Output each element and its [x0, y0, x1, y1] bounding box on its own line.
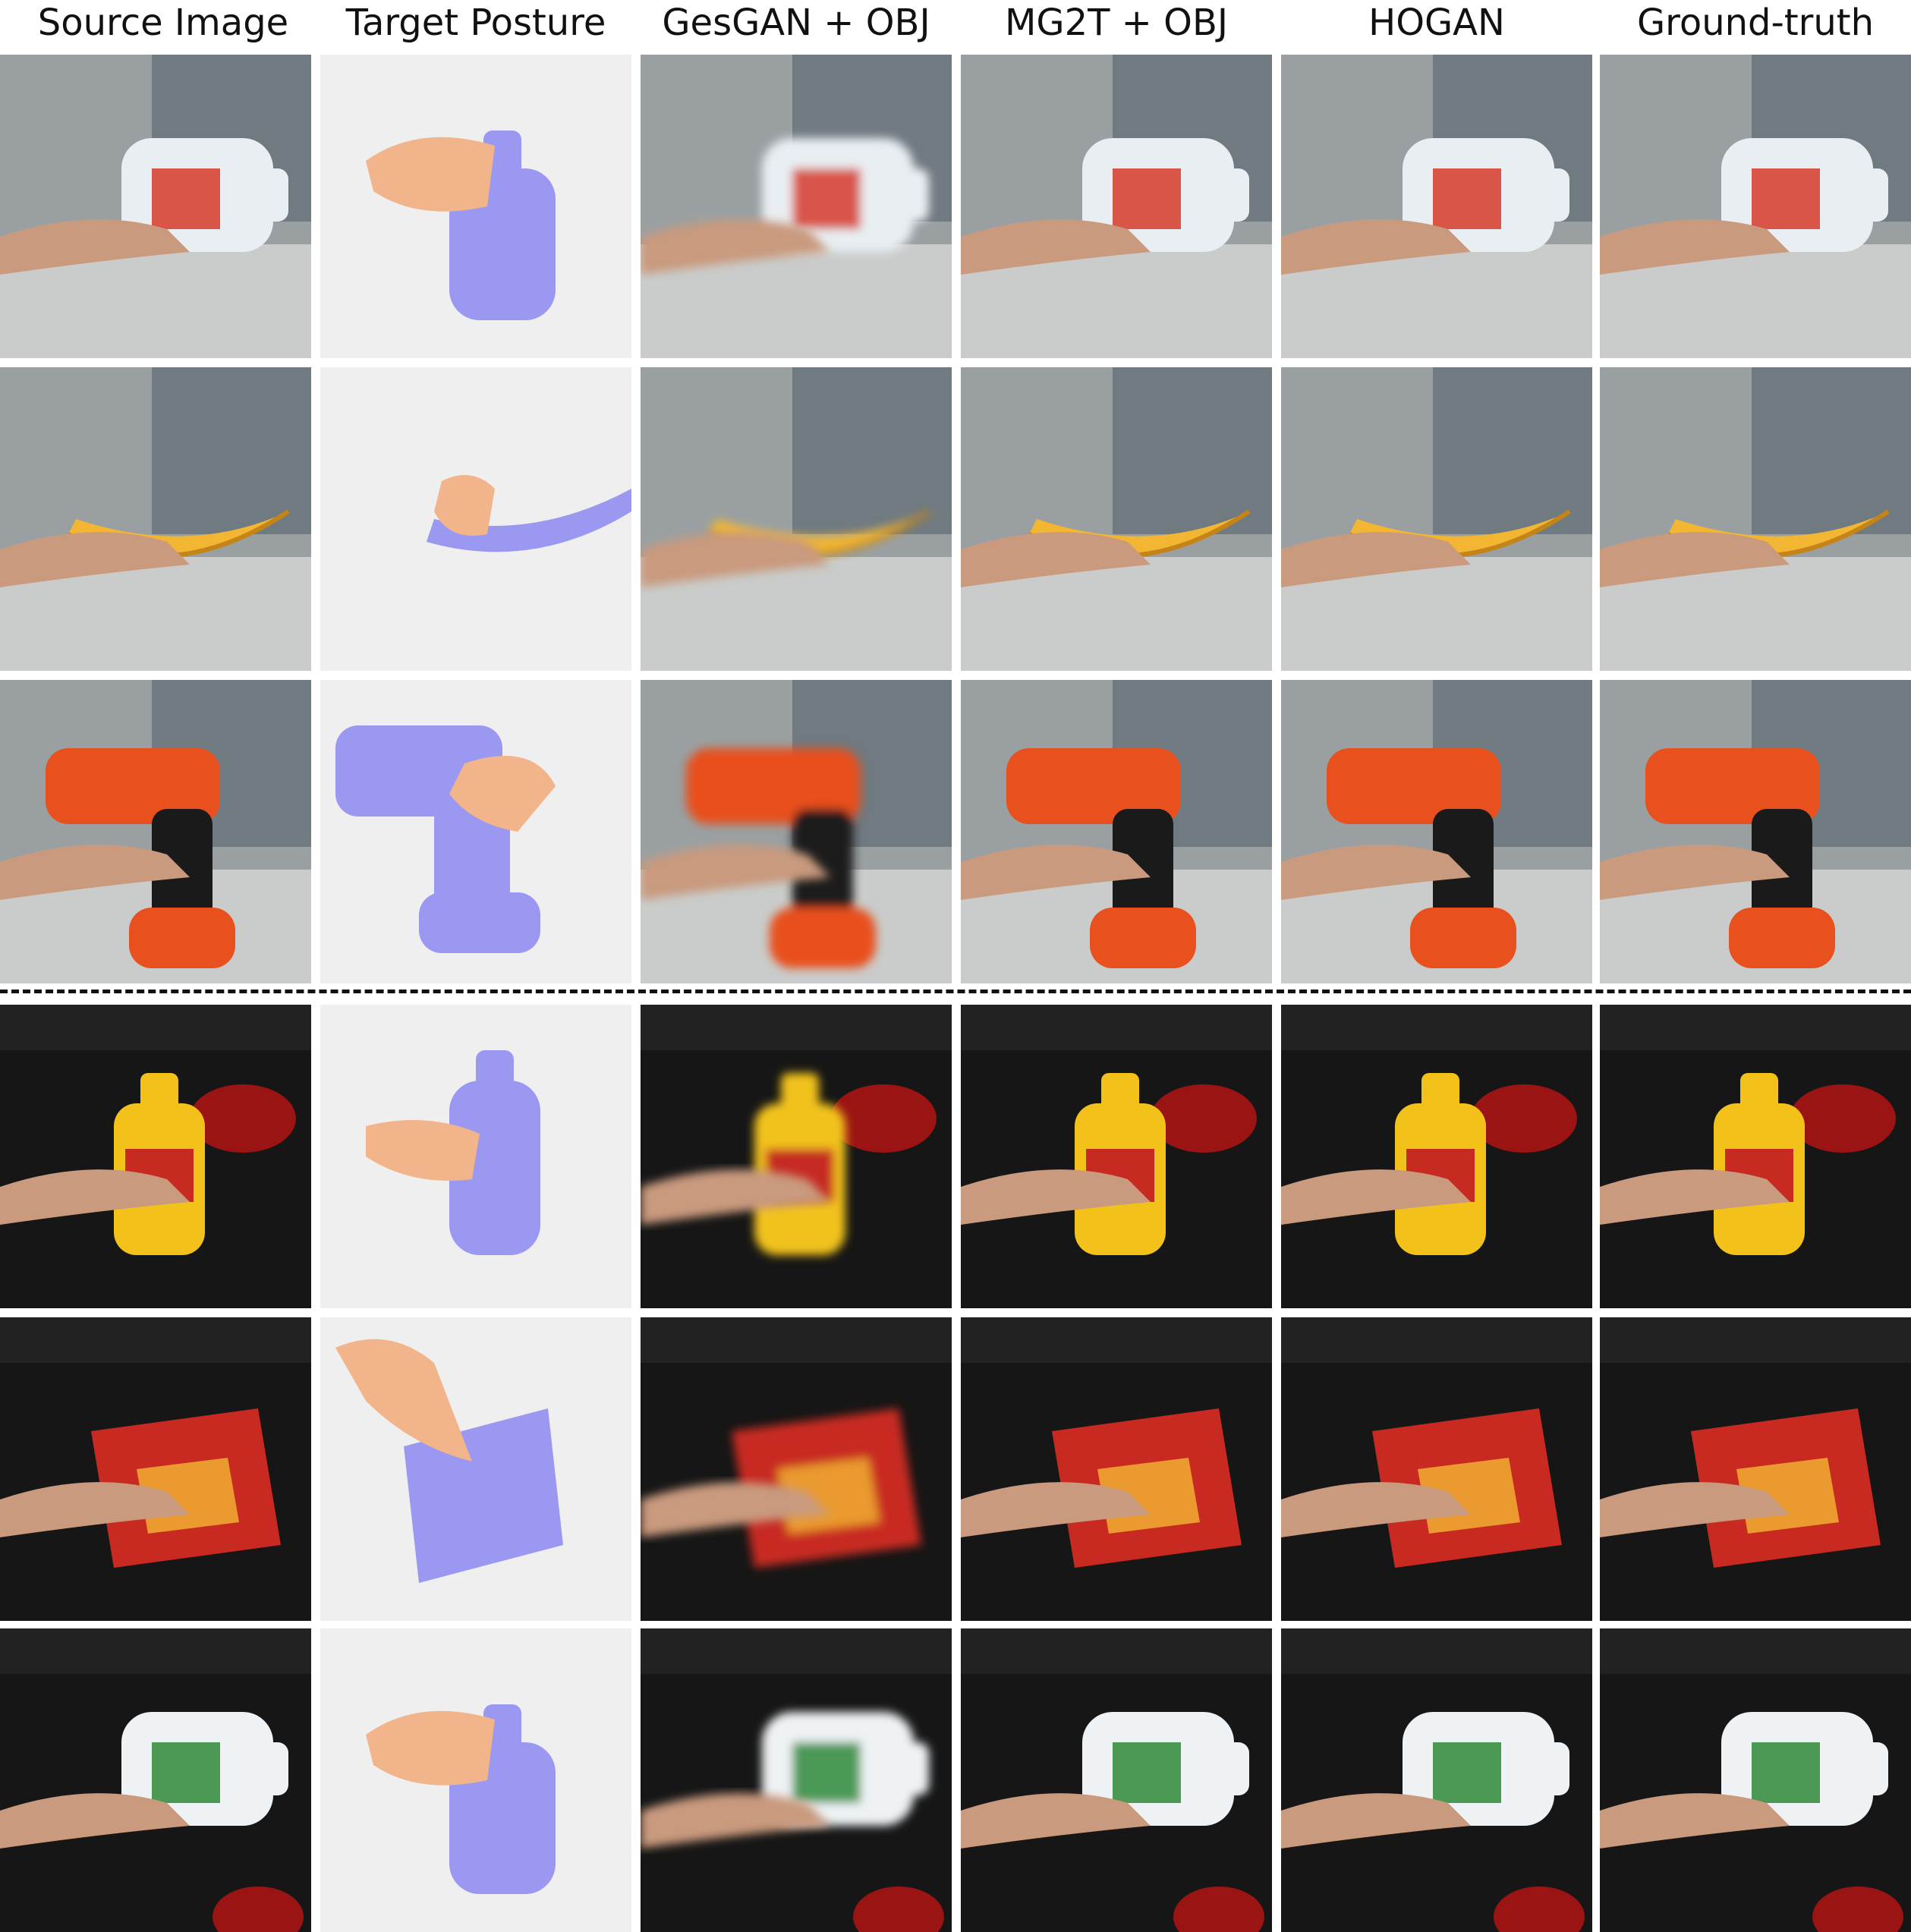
tile-row-3-source-image: [0, 680, 311, 983]
tile-row-5-mg2t-obj: [961, 1317, 1272, 1621]
column-header-gesgan-obj: GesGAN + OBJ: [662, 2, 930, 44]
tile-row-6-hogan: [1281, 1628, 1592, 1932]
tile-row-1-hogan: [1281, 55, 1592, 358]
tile-row-2-target-posture: [320, 367, 631, 671]
tile-row-4-hogan: [1281, 1005, 1592, 1308]
column-header-ground-truth: Ground-truth: [1636, 2, 1875, 44]
tile-row-4-target-posture: [320, 1005, 631, 1308]
tile-row-6-mg2t-obj: [961, 1628, 1272, 1932]
tile-row-5-target-posture: [320, 1317, 631, 1621]
tile-row-4-mg2t-obj: [961, 1005, 1272, 1308]
tile-row-3-mg2t-obj: [961, 680, 1272, 983]
tile-row-5-ground-truth: [1600, 1317, 1911, 1621]
column-header-mg2t-obj: MG2T + OBJ: [1004, 2, 1229, 44]
tile-row-2-mg2t-obj: [961, 367, 1272, 671]
tile-row-5-gesgan-obj: [641, 1317, 952, 1621]
tile-row-6-ground-truth: [1600, 1628, 1911, 1932]
tile-row-2-gesgan-obj: [641, 367, 952, 671]
tile-row-2-ground-truth: [1600, 367, 1911, 671]
tile-row-2-source-image: [0, 367, 311, 671]
tile-row-6-target-posture: [320, 1628, 631, 1932]
tile-row-4-gesgan-obj: [641, 1005, 952, 1308]
column-header-source-image: Source Image: [37, 2, 289, 44]
tile-row-1-target-posture: [320, 55, 631, 358]
tile-row-5-source-image: [0, 1317, 311, 1621]
tile-row-3-target-posture: [320, 680, 631, 983]
tile-row-4-source-image: [0, 1005, 311, 1308]
tile-row-3-ground-truth: [1600, 680, 1911, 983]
tile-row-4-ground-truth: [1600, 1005, 1911, 1308]
tile-row-6-gesgan-obj: [641, 1628, 952, 1932]
tile-row-6-source-image: [0, 1628, 311, 1932]
column-header-hogan: HOGAN: [1368, 2, 1505, 44]
section-divider: [0, 990, 1911, 993]
tile-row-1-ground-truth: [1600, 55, 1911, 358]
tile-row-1-mg2t-obj: [961, 55, 1272, 358]
tile-row-3-gesgan-obj: [641, 680, 952, 983]
tile-row-2-hogan: [1281, 367, 1592, 671]
column-header-target-posture: Target Posture: [345, 2, 606, 44]
tile-row-5-hogan: [1281, 1317, 1592, 1621]
tile-row-3-hogan: [1281, 680, 1592, 983]
tile-row-1-source-image: [0, 55, 311, 358]
tile-row-1-gesgan-obj: [641, 55, 952, 358]
